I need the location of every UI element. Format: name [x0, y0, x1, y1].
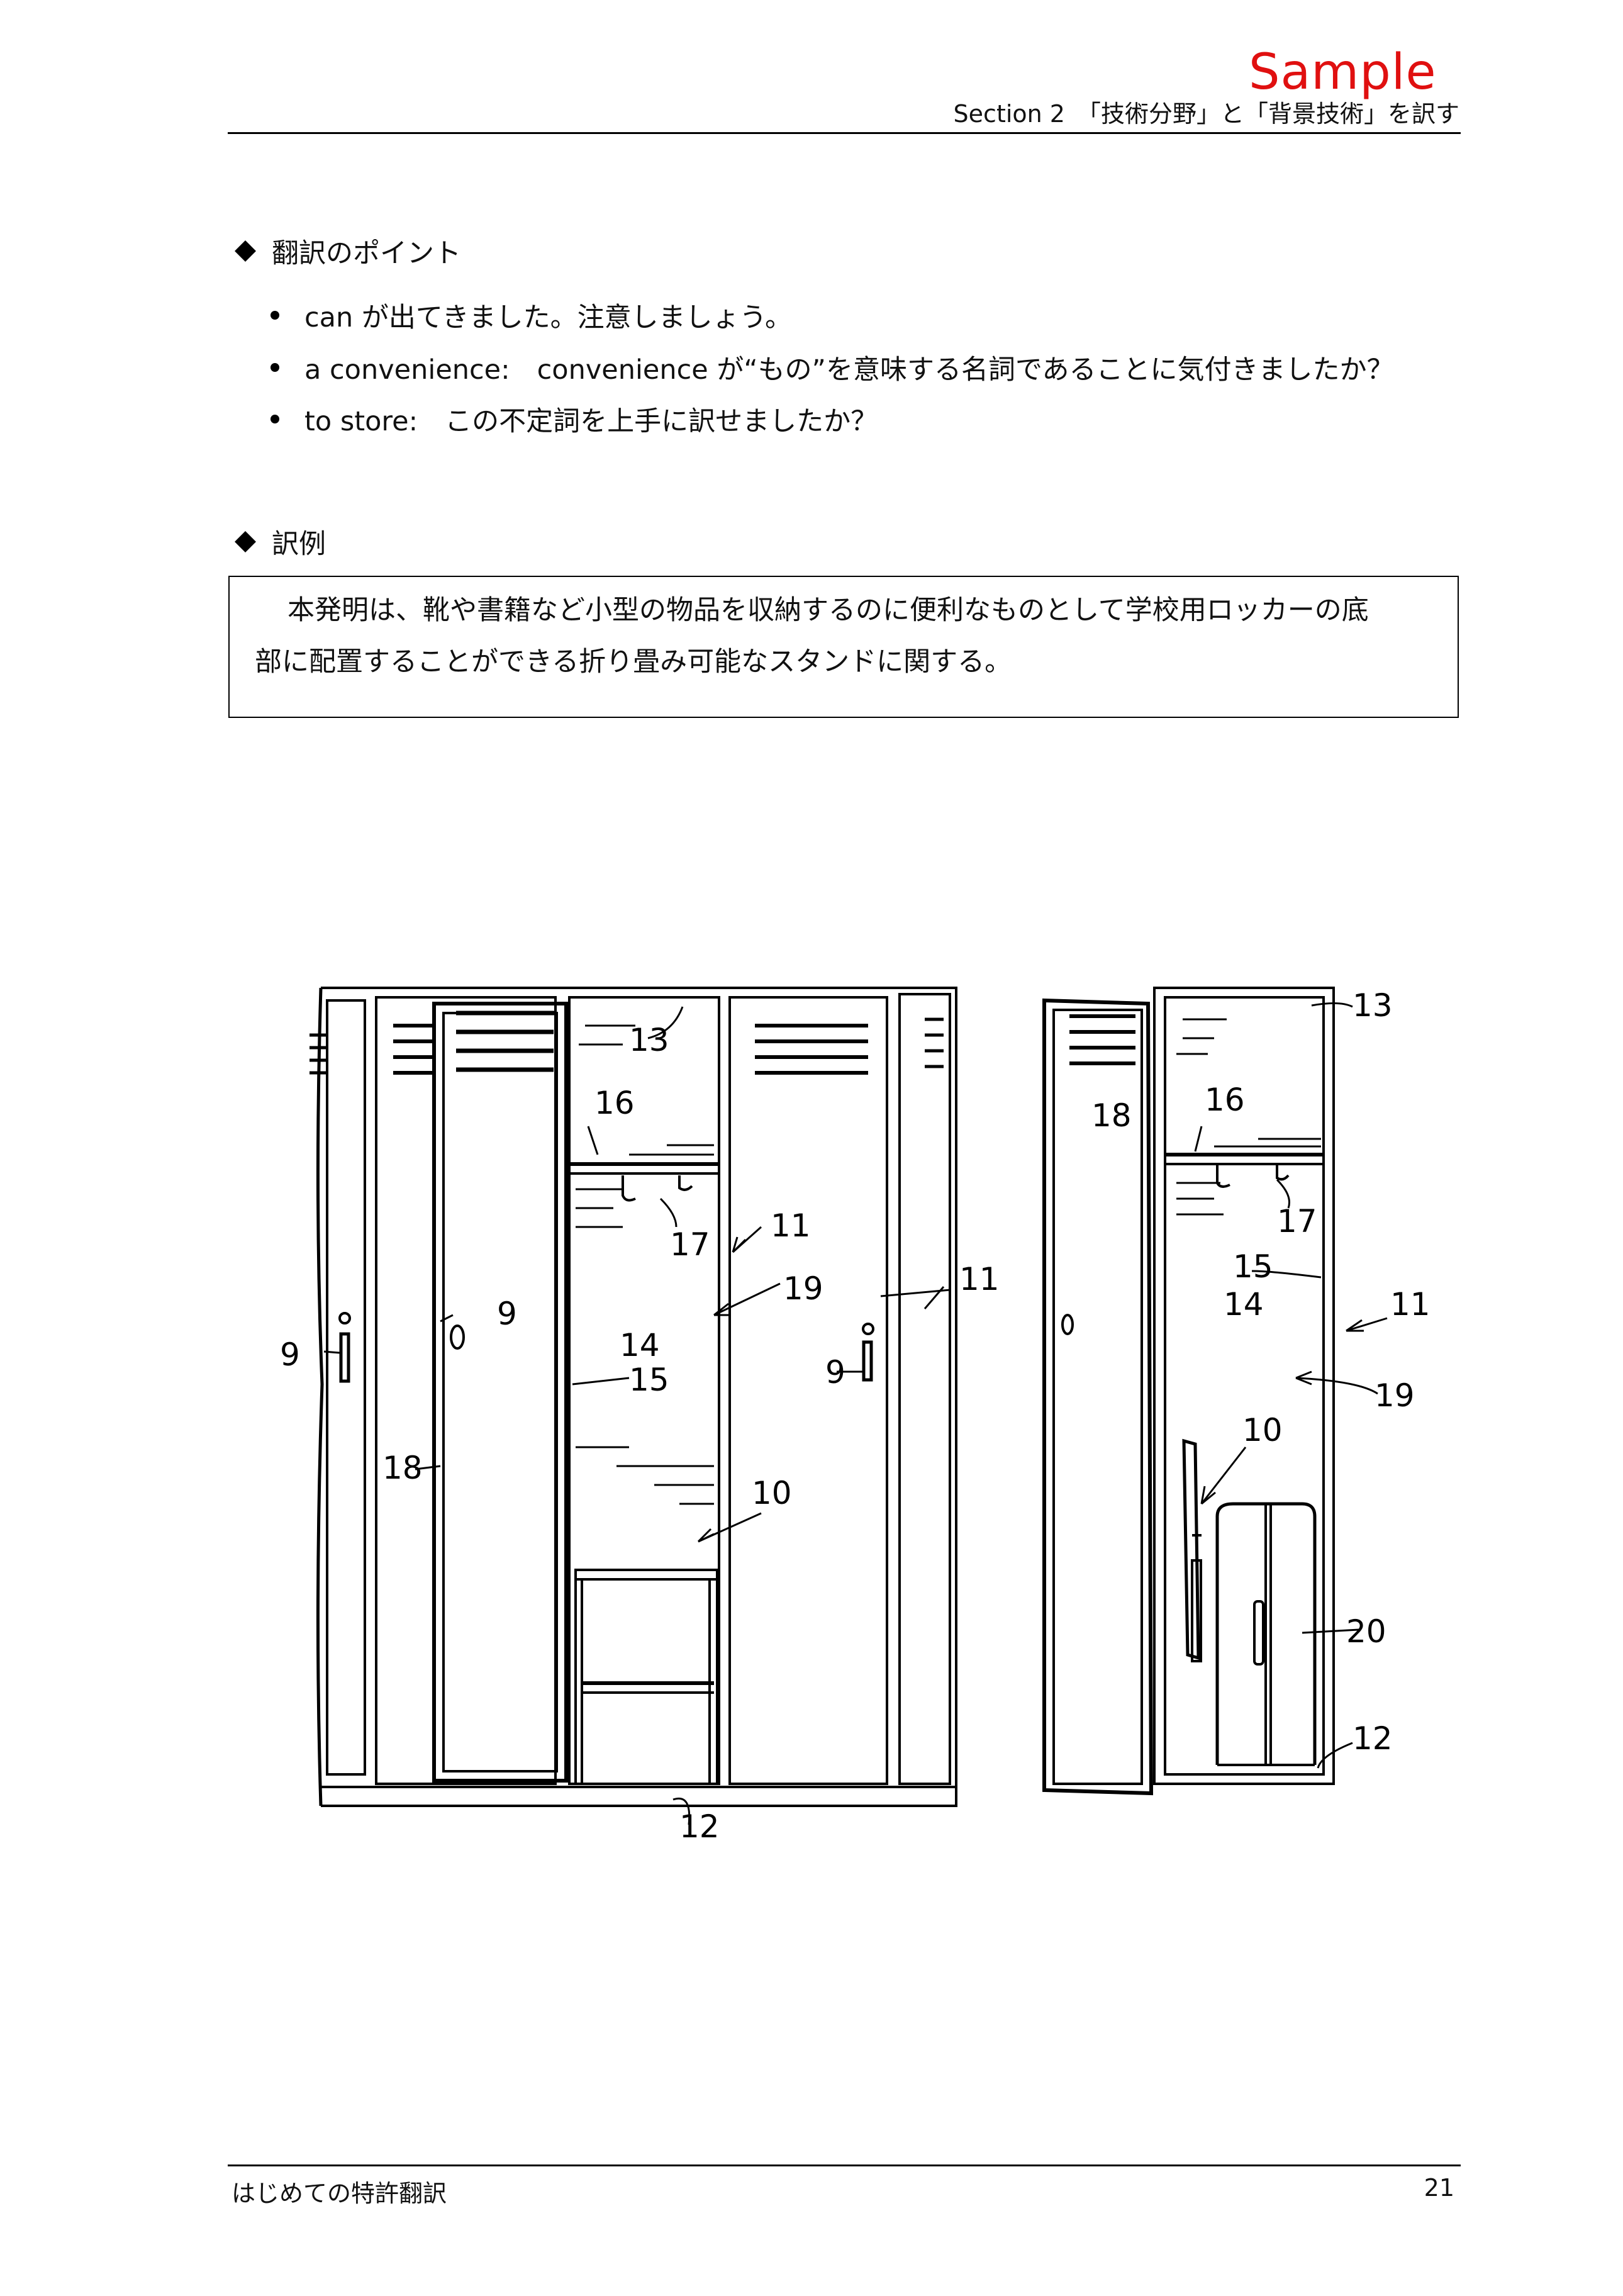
reference-numeral: 12 [679, 1808, 720, 1845]
reference-numeral: 9 [497, 1296, 517, 1332]
reference-numeral: 16 [1205, 1082, 1245, 1118]
reference-numeral: 20 [1346, 1613, 1386, 1650]
reference-numeral: 10 [752, 1475, 792, 1511]
reference-numeral: 19 [783, 1270, 823, 1307]
reference-numeral: 17 [1277, 1203, 1317, 1240]
reference-numeral: 16 [594, 1085, 635, 1121]
reference-numeral: 11 [1390, 1286, 1431, 1323]
reference-numeral: 14 [1224, 1286, 1264, 1323]
reference-numeral: 17 [670, 1226, 710, 1263]
reference-numeral: 15 [1233, 1248, 1273, 1285]
reference-numeral: 9 [280, 1336, 300, 1373]
reference-numeral: 18 [382, 1450, 423, 1486]
reference-numeral: 12 [1352, 1720, 1393, 1757]
reference-numeral: 10 [1242, 1412, 1283, 1448]
reference-numeral: 11 [771, 1207, 811, 1244]
page-number: 21 [1424, 2174, 1454, 2202]
footer-rule [228, 2164, 1461, 2166]
reference-numeral: 11 [959, 1261, 1000, 1297]
reference-numeral: 18 [1091, 1097, 1132, 1134]
reference-numeral: 13 [1352, 987, 1393, 1024]
reference-numeral: 19 [1375, 1377, 1415, 1414]
reference-numeral: 13 [629, 1022, 669, 1058]
footer-book-title: はじめての特許翻訳 [231, 2174, 447, 2209]
reference-numeral: 15 [629, 1362, 669, 1398]
reference-numeral: 14 [620, 1327, 660, 1364]
reference-numeral: 9 [825, 1354, 845, 1391]
left-drawing-labels: 13 16 17 11 19 11 9 9 14 15 9 18 10 12 [280, 1022, 1000, 1845]
